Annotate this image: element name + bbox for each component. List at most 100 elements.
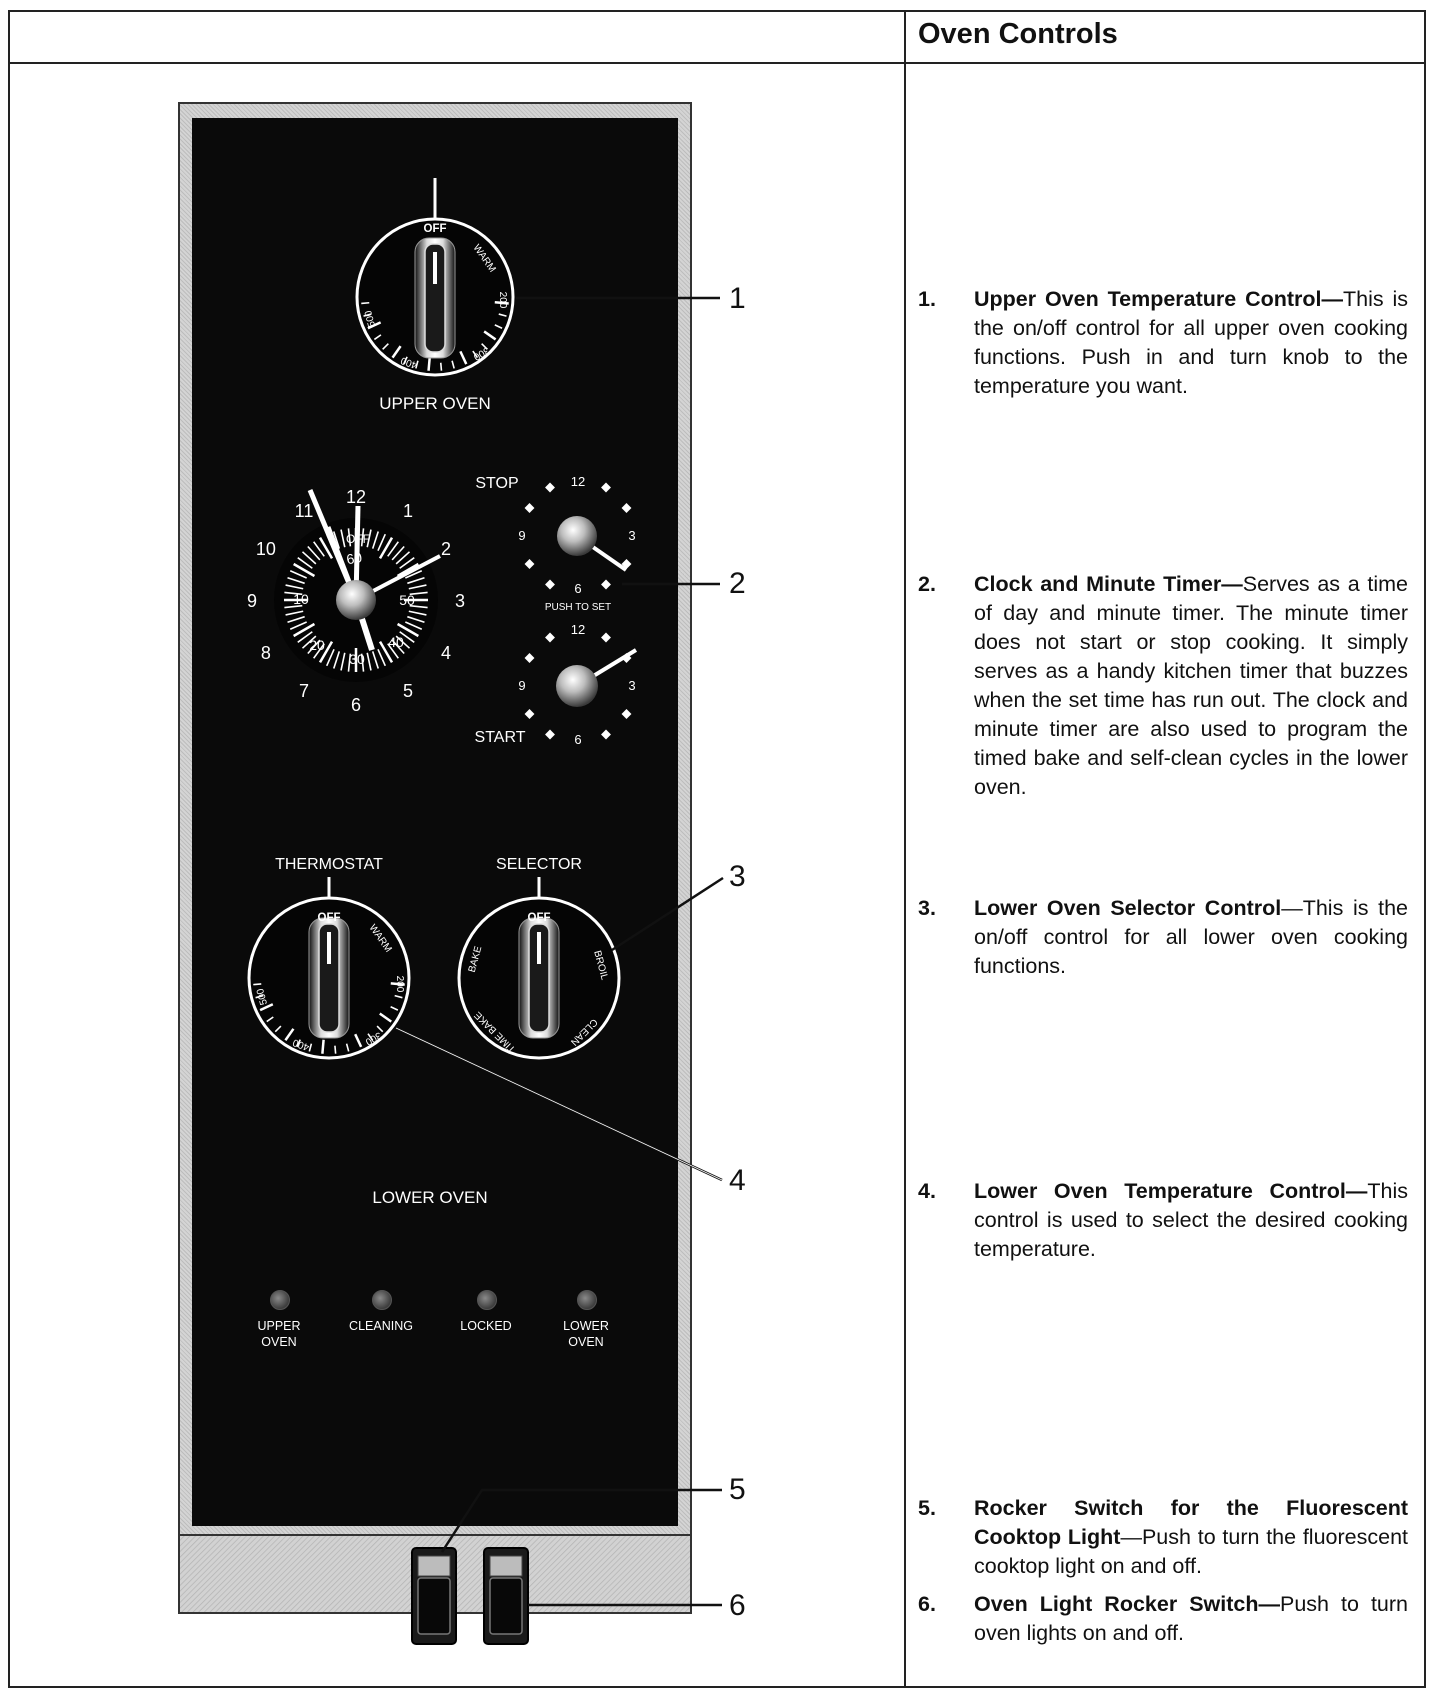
tick-mark <box>318 640 334 663</box>
oven-light-rocker-switch[interactable] <box>483 1547 529 1645</box>
tick-mark <box>307 639 321 655</box>
tick-mark <box>408 610 427 616</box>
tick-mark <box>373 334 382 341</box>
thermostat-knob[interactable] <box>247 896 411 1060</box>
callout-3: 3 <box>729 860 746 893</box>
tick-mark <box>361 301 370 305</box>
tick-mark <box>301 551 317 565</box>
tick-mark <box>494 324 503 329</box>
tick-mark <box>387 541 399 557</box>
tick-mark <box>391 545 405 561</box>
clock-hour-numeral: 3 <box>455 591 465 611</box>
tick-mark <box>387 643 399 659</box>
start-timer-dial[interactable] <box>524 632 638 740</box>
clock-minute-30: 30 <box>349 651 365 667</box>
callout-4: 4 <box>729 1164 746 1197</box>
cleaning-light-label: CLEANING <box>349 1319 413 1333</box>
upper-oven-knob[interactable] <box>355 178 515 377</box>
dial-dot <box>545 729 555 740</box>
tick-mark <box>293 622 316 638</box>
description-title: Lower Oven Selector Control <box>974 896 1282 920</box>
header-divider <box>8 62 1426 64</box>
description-2: 2. Clock and Minute Timer—Serves as a ti… <box>918 570 1408 802</box>
description-number: 3. <box>918 896 936 920</box>
tick-mark <box>255 994 264 999</box>
description-number: 1. <box>918 287 936 311</box>
callout-1: 1 <box>729 282 746 315</box>
tick-mark <box>407 576 425 585</box>
dial-dot <box>601 632 611 643</box>
tick-mark <box>459 350 468 365</box>
tick-mark <box>313 643 325 659</box>
tick-mark <box>439 362 443 371</box>
description-text: —Push to turn the fluorescent cooktop li… <box>974 1525 1409 1578</box>
upper-knob-200-label: 200 <box>497 292 508 309</box>
table-frame <box>8 10 1426 1688</box>
stop-timer-dial[interactable] <box>524 482 632 590</box>
tick-mark <box>266 1016 274 1023</box>
locked-indicator-light <box>477 1290 497 1310</box>
clock-hour-numeral: 11 <box>295 501 314 521</box>
tick-mark <box>391 345 402 359</box>
tick-mark <box>284 1028 295 1041</box>
clock-hour-numeral: 4 <box>441 643 451 663</box>
tick-mark <box>390 982 405 986</box>
clock-hour-numeral: 7 <box>299 681 309 701</box>
clock-hour-numeral: 8 <box>261 643 271 663</box>
tick-mark <box>377 533 387 551</box>
switch-strip-divider <box>178 1534 692 1536</box>
tick-mark <box>371 651 380 669</box>
tick-mark <box>296 1039 301 1048</box>
description-title: Oven Light Rocker Switch— <box>974 1592 1280 1616</box>
dial-dot <box>601 579 611 590</box>
tick-mark <box>347 528 352 547</box>
clock-hour-numeral: 5 <box>403 681 413 701</box>
tick-mark <box>340 652 346 671</box>
thermostat-label: THERMOSTAT <box>275 856 383 873</box>
dial-dot <box>601 729 611 740</box>
tick-mark <box>308 1043 313 1052</box>
clock-hour-numeral: 2 <box>441 539 451 559</box>
description-title: Lower Oven Temperature Control— <box>974 1179 1368 1203</box>
tick-mark <box>377 649 387 667</box>
tick-mark <box>289 621 307 631</box>
tick-mark <box>301 635 317 649</box>
tick-mark <box>408 584 427 590</box>
fluorescent-light-rocker-switch[interactable] <box>411 1547 457 1645</box>
dial-dot <box>621 709 632 719</box>
column-divider <box>904 10 906 1688</box>
tick-mark <box>253 983 262 986</box>
description-title: Rocker Switch for the Fluorescent Cookto… <box>974 1496 1408 1549</box>
description-number: 6. <box>918 1592 936 1616</box>
tick-mark <box>289 569 307 579</box>
tick-mark <box>395 551 411 565</box>
upper-oven-light-label: UPPER OVEN <box>244 1318 314 1350</box>
description-5: 5. Rocker Switch for the Fluorescent Coo… <box>918 1494 1408 1581</box>
lower-oven-light-label: LOWER OVEN <box>551 1318 621 1350</box>
tick-mark <box>274 1025 282 1033</box>
tick-mark <box>332 651 341 669</box>
tick-mark <box>498 313 507 317</box>
clock-hour-numeral: 12 <box>346 487 366 507</box>
tick-mark <box>382 343 389 350</box>
tick-mark <box>313 541 325 557</box>
tick-mark <box>391 639 405 655</box>
tick-mark <box>297 557 313 569</box>
tick-mark <box>409 604 428 609</box>
selector-knob[interactable] <box>457 896 621 1060</box>
clock-off-label: OFF <box>346 532 370 546</box>
clock-minute-10: 10 <box>293 591 309 607</box>
push-to-set-label: PUSH TO SET <box>545 602 611 613</box>
page-title: Oven Controls <box>918 18 1118 50</box>
tick-mark <box>395 635 411 649</box>
tick-mark <box>407 615 425 624</box>
tick-mark <box>259 1003 274 1012</box>
dial-dot <box>524 503 535 513</box>
upper-oven-light-label-line1: UPPER <box>257 1319 301 1333</box>
tick-mark <box>284 591 303 596</box>
description-text: This is the on/off control for all upper… <box>974 287 1408 398</box>
clock-face[interactable] <box>274 489 441 682</box>
tick-mark <box>307 545 321 561</box>
tick-mark <box>285 584 304 590</box>
